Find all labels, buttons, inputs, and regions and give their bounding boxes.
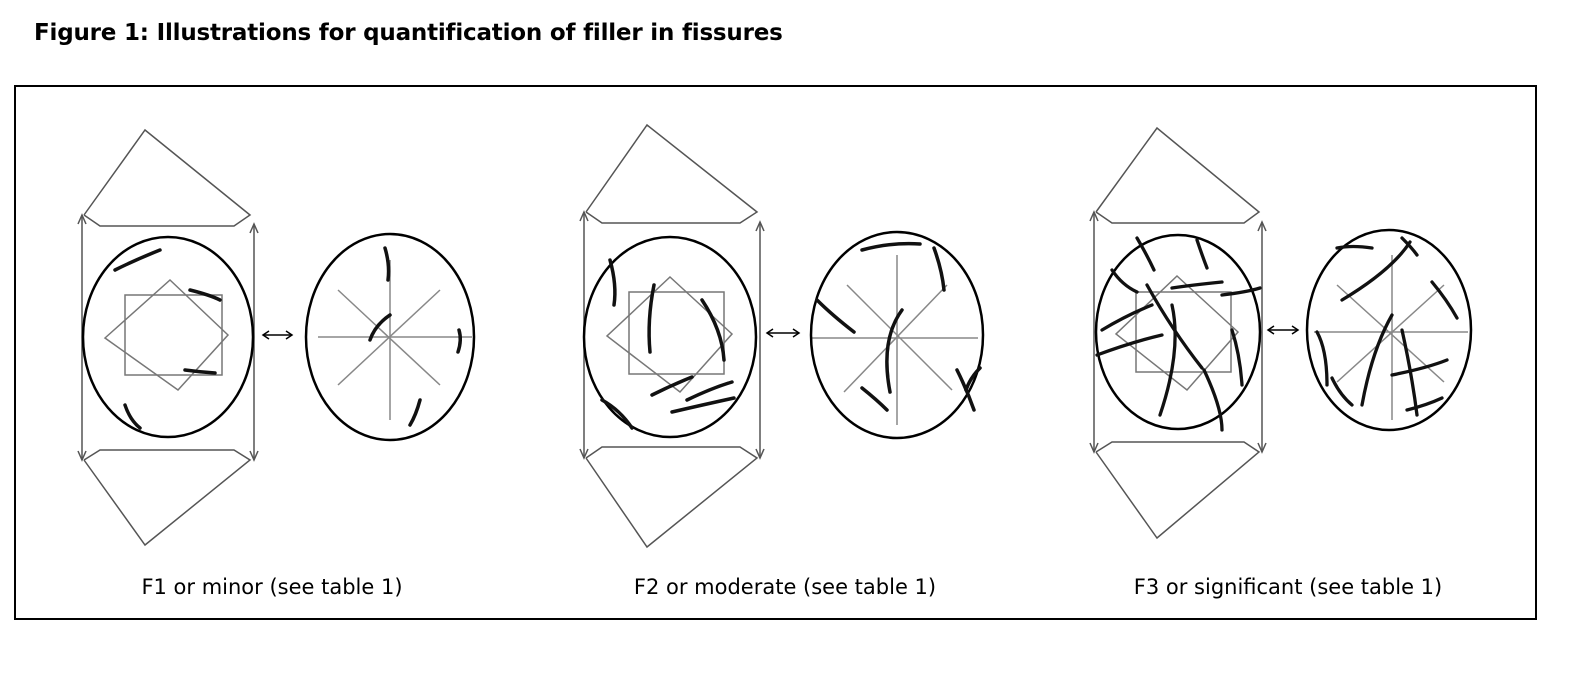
- figure-title: Figure 1: Illustrations for quantificati…: [34, 20, 783, 46]
- caption-f2: F2 or moderate (see table 1): [633, 575, 937, 599]
- caption-f1: F1 or minor (see table 1): [141, 575, 403, 599]
- panel-f1: [60, 120, 560, 560]
- figure-frame: [14, 85, 1537, 620]
- panel-f3: [1072, 120, 1572, 560]
- diamond-diagram-f3: [1089, 126, 1473, 540]
- diamond-diagram-f2: [579, 123, 985, 549]
- panel-f2: [562, 120, 1062, 560]
- caption-f3: F3 or significant (see table 1): [1133, 575, 1443, 599]
- diamond-diagram-f1: [77, 128, 476, 547]
